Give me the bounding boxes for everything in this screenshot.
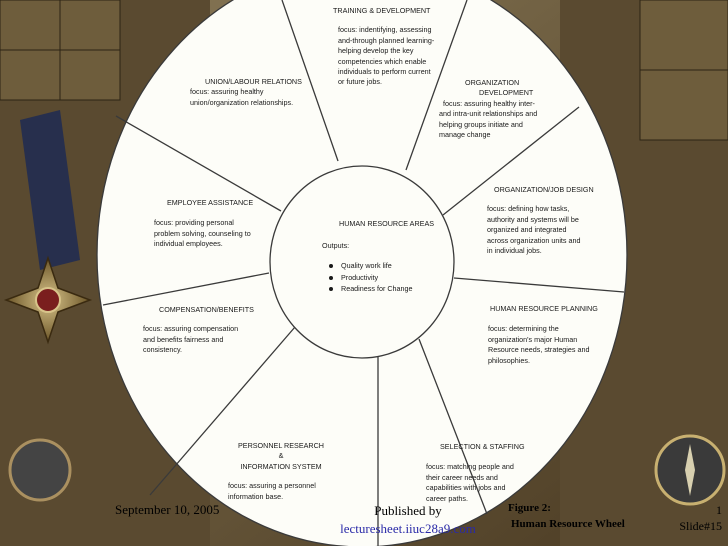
center-outputs-list: Quality work life Productivity Readiness… bbox=[322, 260, 452, 295]
segment-focus: Resource needs, strategies and bbox=[488, 345, 610, 355]
page-number: 1 bbox=[679, 502, 722, 518]
segment-focus: their career needs and bbox=[426, 473, 536, 483]
segment-focus: information base. bbox=[228, 492, 336, 502]
segment-employee-assistance: EMPLOYEE ASSISTANCE focus: providing per… bbox=[164, 198, 284, 250]
segment-focus: focus: assuring compensation bbox=[143, 324, 268, 334]
segment-focus: philosophies. bbox=[488, 356, 610, 366]
segment-focus: consistency. bbox=[143, 345, 268, 355]
slide-number: 1 Slide#15 bbox=[679, 502, 722, 534]
segment-focus: and-through planned learning- bbox=[338, 36, 503, 46]
segment-focus: focus: assuring healthy bbox=[190, 87, 330, 97]
segment-hr-planning: HUMAN RESOURCE PLANNING focus: determini… bbox=[490, 304, 610, 366]
segment-focus: organized and integrated bbox=[487, 225, 607, 235]
segment-focus: helping develop the key bbox=[338, 46, 503, 56]
segment-focus: focus: matching people and bbox=[426, 462, 536, 472]
segment-focus: and intra-unit relationships and bbox=[439, 109, 579, 119]
output-item: Productivity bbox=[322, 272, 452, 284]
segment-focus: focus: determining the bbox=[488, 324, 610, 334]
center-title: HUMAN RESOURCE AREAS bbox=[322, 218, 452, 230]
segment-focus: focus: indentifying, assessing bbox=[338, 25, 503, 35]
segment-focus: focus: assuring healthy inter- bbox=[439, 99, 579, 109]
segment-focus: manage change bbox=[439, 130, 579, 140]
segment-focus: across organization units and bbox=[487, 236, 607, 246]
figure-title: Human Resource Wheel bbox=[508, 516, 625, 532]
segment-title: SELECTION & STAFFING bbox=[426, 442, 536, 452]
segment-focus: helping groups initiate and bbox=[439, 120, 579, 130]
segment-organization-development: ORGANIZATION DEVELOPMENT focus: assuring… bbox=[439, 78, 579, 140]
segment-focus: individual employees. bbox=[154, 239, 284, 249]
segment-focus: capabilities with jobs and bbox=[426, 483, 536, 493]
segment-title: INFORMATION SYSTEM bbox=[226, 462, 336, 472]
segment-title: & bbox=[226, 451, 336, 461]
segment-focus: organization's major Human bbox=[488, 335, 610, 345]
figure-caption: Figure 2: Human Resource Wheel bbox=[508, 500, 625, 532]
segment-title: PERSONNEL RESEARCH bbox=[226, 441, 336, 451]
segment-focus: focus: providing personal bbox=[154, 218, 284, 228]
segment-title: ORGANIZATION bbox=[439, 78, 579, 88]
segment-title: EMPLOYEE ASSISTANCE bbox=[164, 198, 284, 208]
segment-title: ORGANIZATION/JOB DESIGN bbox=[487, 185, 607, 195]
segment-focus: individuals to perform current bbox=[338, 67, 503, 77]
output-item: Quality work life bbox=[322, 260, 452, 272]
segment-compensation-benefits: COMPENSATION/BENEFITS focus: assuring co… bbox=[143, 305, 268, 356]
segment-focus: union/organization relationships. bbox=[190, 98, 330, 108]
segment-title: HUMAN RESOURCE PLANNING bbox=[490, 304, 610, 314]
segment-title: DEVELOPMENT bbox=[439, 88, 579, 98]
segment-title: COMPENSATION/BENEFITS bbox=[143, 305, 268, 315]
segment-training-development: TRAINING & DEVELOPMENT focus: indentifyi… bbox=[333, 6, 503, 88]
segment-union-labour: UNION/LABOUR RELATIONS focus: assuring h… bbox=[190, 77, 330, 108]
segment-focus: focus: assuring a personnel bbox=[228, 481, 336, 491]
wheel-center-content: HUMAN RESOURCE AREAS Outputs: Quality wo… bbox=[322, 218, 452, 295]
footer-publisher: Published by lecturesheet.iiuc28a9.com bbox=[333, 502, 483, 538]
segment-selection-staffing: SELECTION & STAFFING focus: matching peo… bbox=[426, 442, 536, 504]
footer-date: September 10, 2005 bbox=[115, 502, 219, 518]
segment-focus: problem solving, counseling to bbox=[154, 229, 284, 239]
segment-personnel-research: PERSONNEL RESEARCH & INFORMATION SYSTEM … bbox=[226, 441, 336, 502]
segment-focus: authority and systems will be bbox=[487, 215, 607, 225]
center-outputs-label: Outputs: bbox=[322, 240, 452, 252]
output-item: Readiness for Change bbox=[322, 283, 452, 295]
segment-organization-job-design: ORGANIZATION/JOB DESIGN focus: defining … bbox=[487, 185, 607, 256]
segment-title: TRAINING & DEVELOPMENT bbox=[333, 6, 503, 16]
slide-label: Slide#15 bbox=[679, 518, 722, 534]
segment-focus: competencies which enable bbox=[338, 57, 503, 67]
publisher-link[interactable]: lecturesheet.iiuc28a9.com bbox=[333, 520, 483, 538]
published-by-label: Published by bbox=[333, 502, 483, 520]
segment-focus: focus: defining how tasks, bbox=[487, 204, 607, 214]
figure-label: Figure 2: bbox=[508, 500, 625, 516]
segment-focus: and benefits fairness and bbox=[143, 335, 268, 345]
segment-focus: in individual jobs. bbox=[487, 246, 607, 256]
segment-title: UNION/LABOUR RELATIONS bbox=[190, 77, 330, 87]
